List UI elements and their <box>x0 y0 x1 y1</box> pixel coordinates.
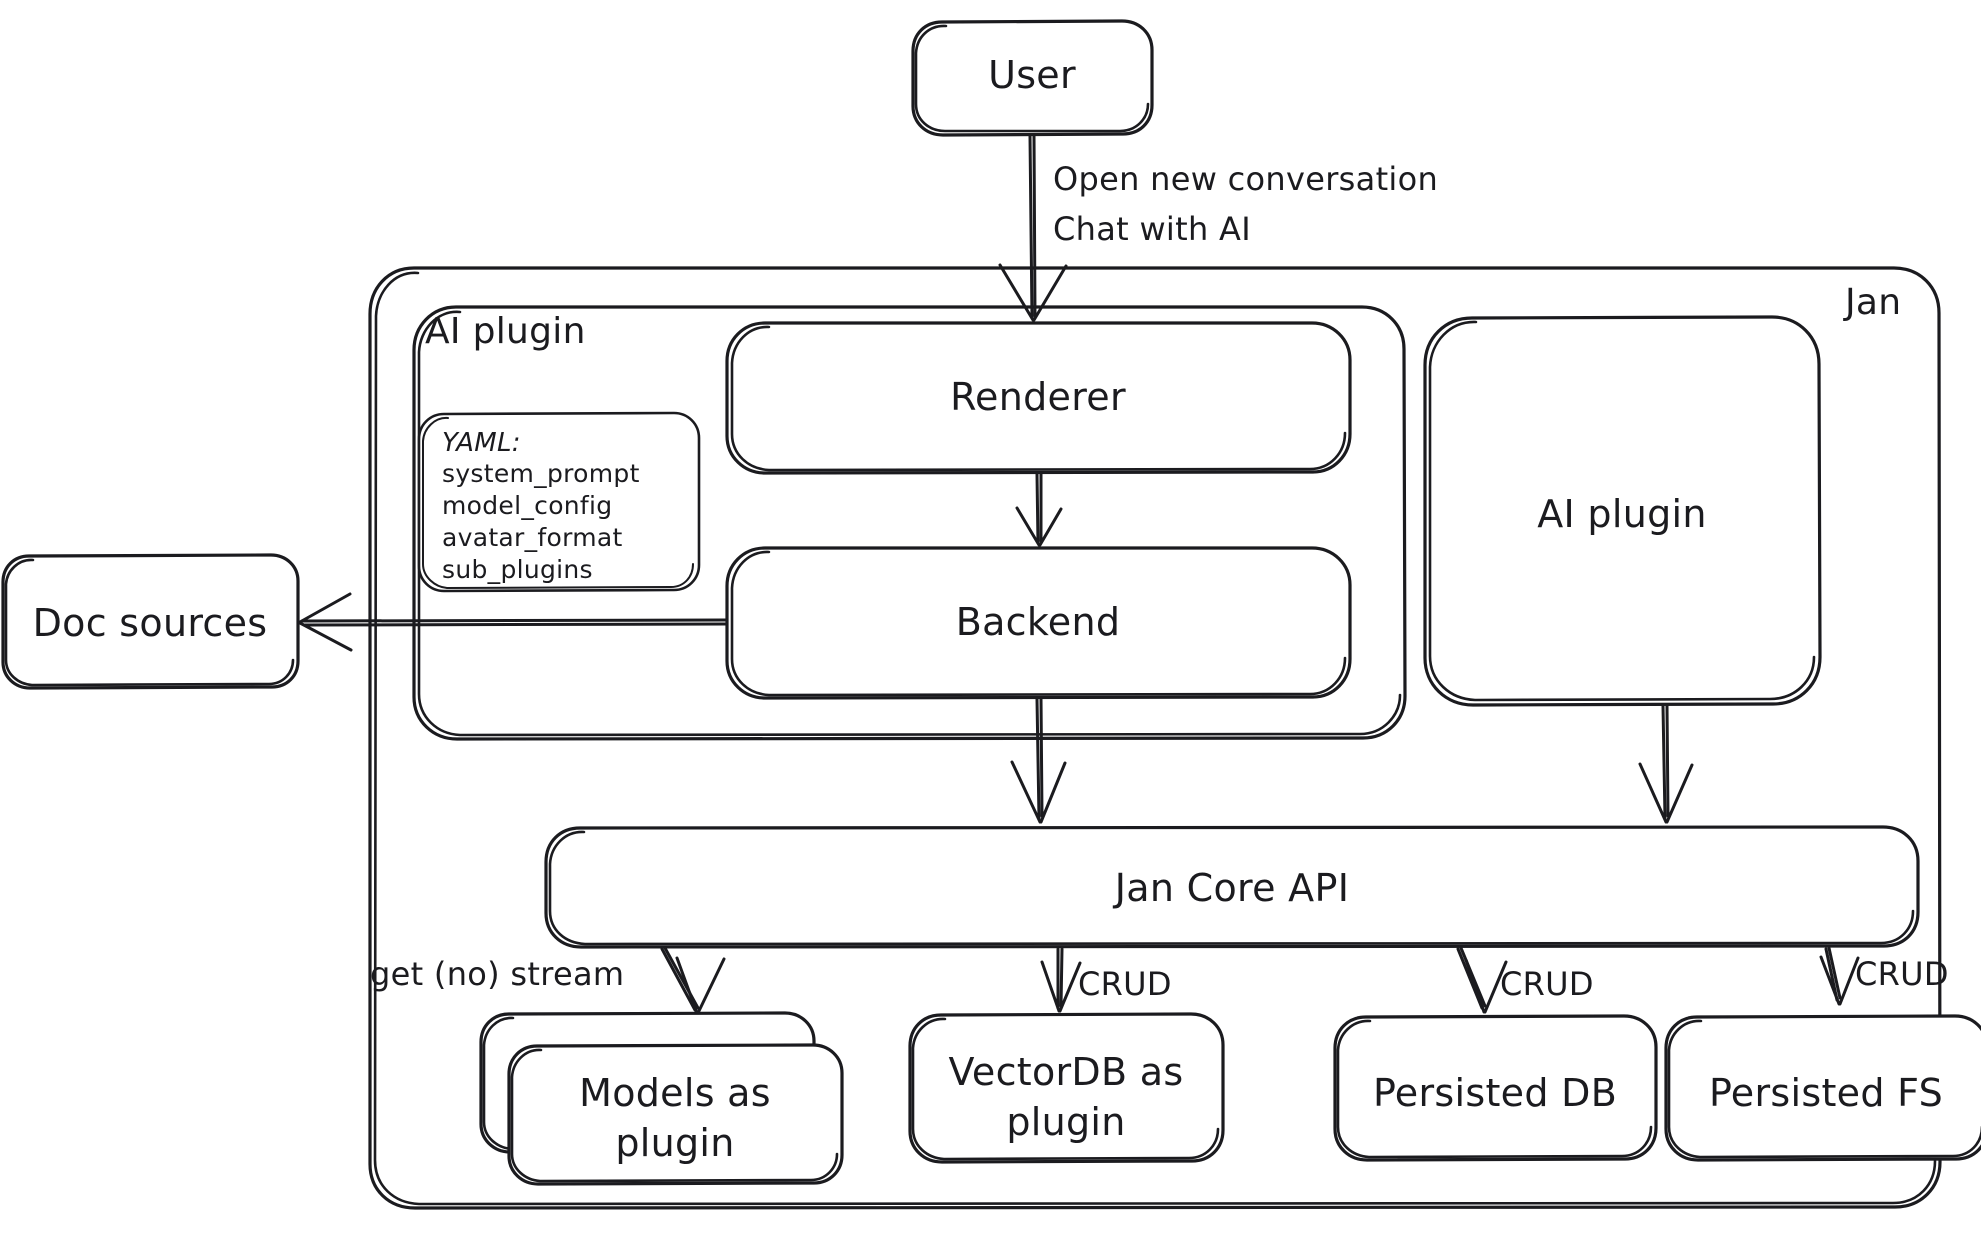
ai-plugin-box-shape[interactable] <box>1423 315 1822 707</box>
persisted-fs-box-shape[interactable] <box>1664 1014 1981 1162</box>
persisted-db-box-shape[interactable] <box>1333 1014 1658 1162</box>
models-plugin-front-card-shape[interactable] <box>507 1043 844 1186</box>
arrow-core-to-vectordb <box>1040 947 1082 1013</box>
jan-core-api-box-shape[interactable] <box>544 825 1920 949</box>
yaml-card-shape[interactable] <box>417 411 701 593</box>
user-box-shape[interactable] <box>911 19 1154 137</box>
arrow-backend-to-doc-sources <box>298 592 728 652</box>
arrow-core-to-persisted-db <box>1456 946 1508 1014</box>
arrow-core-to-persisted-fs <box>1819 946 1860 1006</box>
arrow-renderer-to-backend <box>1015 472 1063 547</box>
backend-box-shape[interactable] <box>725 546 1352 700</box>
renderer-box-shape[interactable] <box>725 321 1352 475</box>
arrow-ai-plugin-to-core <box>1638 704 1694 824</box>
arrow-backend-to-core <box>1010 697 1067 824</box>
vectordb-plugin-box-shape[interactable] <box>908 1012 1225 1164</box>
arrow-core-to-models <box>660 946 726 1015</box>
arrow-user-to-renderer <box>998 134 1068 322</box>
doc-sources-box-shape[interactable] <box>1 553 300 690</box>
